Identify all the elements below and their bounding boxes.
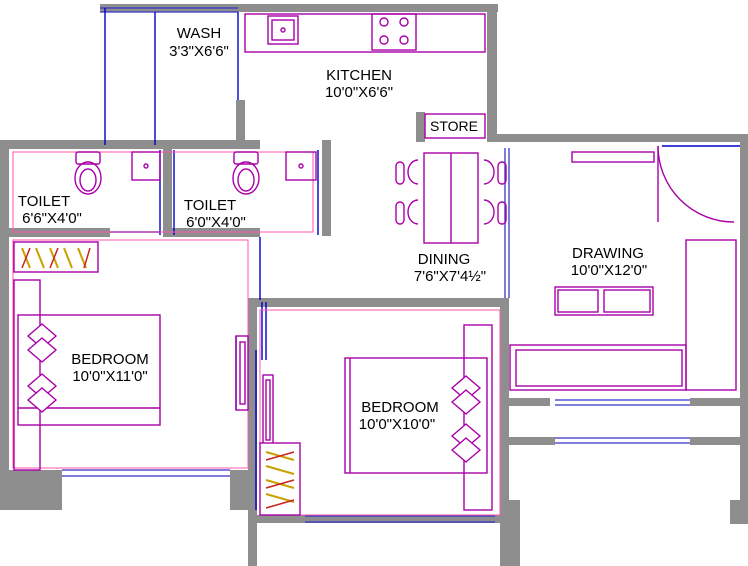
toilet-left-size: 6'6"X4'0" (22, 210, 82, 227)
toilet-right-name: TOILET (184, 197, 236, 214)
left-bedroom-furniture (13, 241, 249, 471)
bedroom-right-size: 10'0"X10'0" (359, 416, 435, 433)
drawing-size: 10'0"X12'0" (571, 262, 647, 279)
drawing-name: DRAWING (572, 245, 644, 262)
kitchen-size: 10'0"X6'6" (325, 84, 393, 101)
walls (0, 4, 748, 566)
toilet-left-name: TOILET (18, 193, 70, 210)
drawing-furniture (509, 145, 740, 391)
dining-table (395, 152, 507, 244)
bedroom-left-size: 10'0"X11'0" (72, 368, 147, 385)
dining-name: DINING (418, 251, 471, 268)
bedroom-left-name: BEDROOM (71, 351, 149, 368)
kitchen-name: KITCHEN (326, 67, 392, 84)
dining-size: 7'6"X7'4½" (414, 268, 486, 285)
bedroom-right-name: BEDROOM (361, 399, 439, 416)
room-labels: WASH 3'3"X6'6" KITCHEN 10'0"X6'6" STORE … (18, 25, 647, 433)
store-name: STORE (430, 118, 478, 134)
toilet-fixtures (74, 151, 317, 195)
kitchen-fixtures (244, 13, 486, 139)
toilet-right-size: 6'0"X4'0" (186, 214, 246, 231)
wash-size: 3'3"X6'6" (169, 43, 229, 60)
right-bedroom-furniture (259, 324, 493, 516)
wash-name: WASH (177, 25, 221, 42)
